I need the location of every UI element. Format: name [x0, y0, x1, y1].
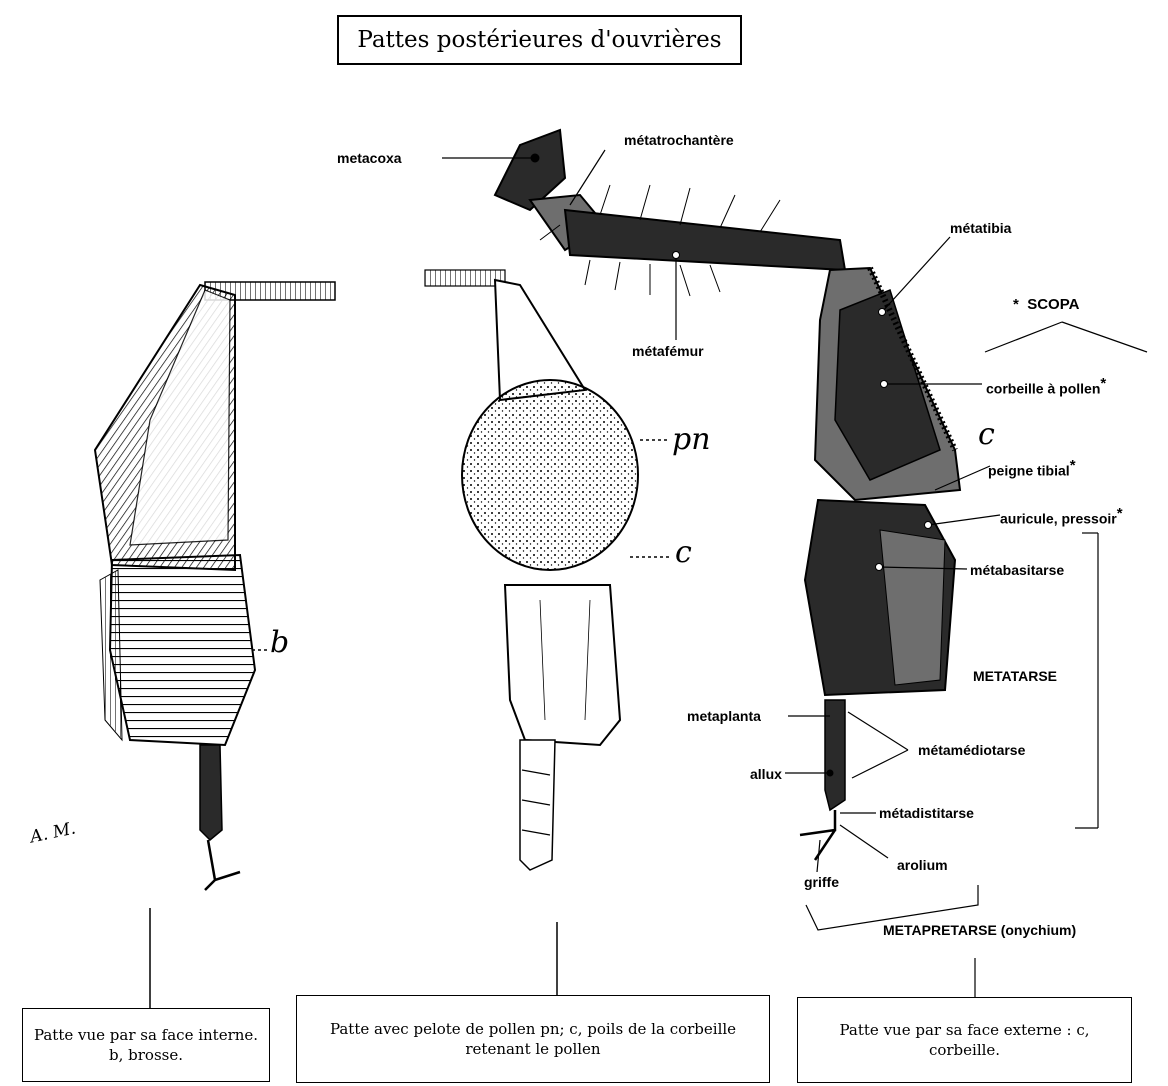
label-auricule: auricule, pressoir*: [1000, 506, 1123, 527]
label-corbeille: corbeille à pollen*: [986, 376, 1106, 397]
label-metatarse: METATARSE: [973, 668, 1057, 684]
scopa-star: *: [1013, 296, 1019, 313]
label-metatibia: métatibia: [950, 220, 1011, 236]
label-scopa: * SCOPA: [1013, 297, 1079, 313]
label-metatrochantere: métatrochantère: [624, 132, 734, 148]
label-metacoxa: metacoxa: [337, 150, 402, 166]
label-metadistitarse: métadistitarse: [879, 805, 974, 821]
caption-right: Patte vue par sa face externe : c, corbe…: [797, 997, 1132, 1083]
middle-leg-drawing: [425, 270, 670, 995]
peigne-star: *: [1070, 457, 1076, 474]
label-metafemur: métafémur: [632, 343, 704, 359]
handwritten-c-right: c: [978, 420, 995, 450]
peigne-text: peigne tibial: [988, 463, 1070, 479]
handwritten-pn: pn: [672, 425, 711, 455]
handwritten-c-middle: c: [675, 538, 692, 568]
label-allux: allux: [750, 766, 782, 782]
corbeille-text: corbeille à pollen: [986, 381, 1100, 397]
label-metamediotarse: métamédiotarse: [918, 742, 1025, 758]
scopa-text: SCOPA: [1027, 296, 1079, 313]
handwritten-b: b: [270, 628, 289, 658]
label-peigne-tibial: peigne tibial*: [988, 458, 1076, 479]
label-griffe: griffe: [804, 874, 839, 890]
corbeille-star: *: [1100, 375, 1106, 392]
label-metabasitarse: métabasitarse: [970, 562, 1064, 578]
auricule-star: *: [1117, 505, 1123, 522]
label-metapretarse: METAPRETARSE (onychium): [883, 922, 1076, 938]
caption-middle: Patte avec pelote de pollen pn; c, poils…: [296, 995, 770, 1083]
label-metaplanta: metaplanta: [687, 708, 761, 724]
label-arolium: arolium: [897, 857, 948, 873]
auricule-text: auricule, pressoir: [1000, 511, 1117, 527]
left-leg-drawing: [95, 282, 335, 1008]
caption-left: Patte vue par sa face interne. b, brosse…: [22, 1008, 270, 1082]
